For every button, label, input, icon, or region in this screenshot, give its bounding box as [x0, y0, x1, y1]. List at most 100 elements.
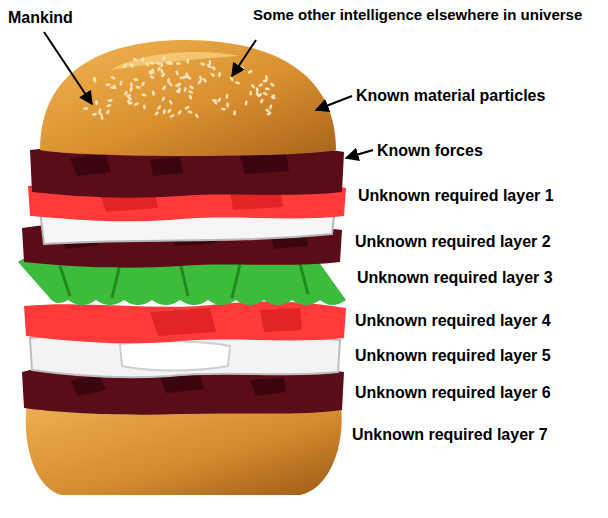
sesame-seed	[149, 75, 155, 80]
sesame-seed	[161, 56, 167, 62]
sesame-seed	[240, 66, 245, 72]
sesame-seed	[186, 58, 189, 63]
sesame-seed	[217, 97, 222, 103]
sesame-seed	[247, 69, 253, 74]
callout-label: Unknown required layer 5	[355, 346, 551, 366]
sesame-seed	[189, 85, 195, 90]
sesame-seeds	[82, 56, 276, 121]
sesame-seed	[217, 72, 221, 78]
sesame-seed	[188, 94, 192, 100]
callout-label: Unknown required layer 3	[357, 268, 553, 288]
sesame-seed	[92, 113, 97, 116]
sesame-seed	[206, 63, 212, 68]
sesame-seed	[105, 109, 110, 115]
sesame-seed	[129, 86, 133, 92]
sesame-seed	[235, 81, 241, 85]
sesame-seed	[133, 78, 139, 82]
sesame-seed	[167, 108, 172, 114]
callout-label: Unknown required layer 2	[355, 232, 551, 252]
sesame-seed	[166, 61, 172, 65]
sesame-seed	[202, 77, 207, 83]
sesame-seed	[270, 95, 276, 100]
leader-arrow	[232, 40, 256, 76]
sesame-seed	[127, 99, 132, 105]
sesame-seed	[161, 85, 166, 91]
sesame-seed	[162, 109, 166, 115]
sesame-seed	[269, 82, 275, 88]
callout-label: Mankind	[8, 8, 73, 28]
sesame-seed	[149, 61, 155, 66]
sesame-seed	[127, 100, 133, 105]
sesame-seed	[119, 80, 123, 86]
sesame-seed	[160, 68, 164, 74]
sesame-seed	[152, 90, 156, 96]
sesame-seed	[259, 98, 264, 104]
sesame-seed	[110, 76, 116, 80]
leader-arrow	[346, 150, 373, 158]
sesame-seed	[250, 83, 256, 89]
sesame-seed	[244, 100, 248, 106]
sesame-seed	[169, 114, 175, 118]
leader-arrow	[316, 96, 352, 110]
sesame-seed	[249, 91, 252, 96]
bun-highlight	[110, 52, 240, 70]
callout-label: Known forces	[377, 141, 483, 161]
sesame-seed	[123, 90, 128, 96]
sesame-seed	[177, 109, 182, 115]
sesame-seed	[229, 76, 234, 82]
tomato	[24, 301, 346, 343]
sesame-seed	[262, 79, 268, 83]
sesame-seed	[265, 108, 271, 113]
sesame-seed	[212, 99, 217, 102]
sesame-seed	[140, 81, 145, 87]
callout-label: Unknown required layer 7	[352, 425, 548, 445]
sesame-seed	[122, 63, 127, 69]
sesame-seed	[133, 102, 139, 107]
sesame-seed	[106, 103, 112, 107]
sesame-seed	[141, 57, 145, 63]
sesame-seed	[198, 75, 203, 81]
sesame-seed	[132, 57, 138, 62]
sesame-seed	[185, 72, 190, 78]
sesame-seed	[184, 105, 190, 110]
sesame-seed	[209, 60, 212, 65]
sesame-seed	[178, 87, 181, 92]
sesame-seed	[128, 99, 131, 104]
patty-spots	[70, 153, 289, 176]
leader-arrow	[44, 32, 92, 104]
sesame-seed	[175, 84, 180, 87]
sesame-seed	[179, 76, 184, 79]
sesame-seed	[107, 99, 112, 102]
sesame-seed	[156, 105, 162, 111]
sesame-seed	[225, 94, 229, 100]
sesame-seed	[145, 61, 149, 67]
sesame-seed	[95, 100, 98, 106]
sesame-seed	[83, 107, 88, 110]
sesame-seed	[268, 104, 272, 110]
lettuce-veins	[60, 262, 308, 298]
sesame-seed	[92, 76, 97, 82]
sesame-seed	[221, 107, 226, 110]
callout-label: Some other intelligence elsewhere in uni…	[253, 4, 601, 25]
sesame-seed	[213, 99, 219, 105]
sesame-seed	[211, 65, 217, 70]
sesame-seed	[187, 110, 193, 114]
sesame-seed	[105, 83, 111, 86]
sesame-seed	[258, 83, 264, 88]
sesame-seed	[155, 61, 161, 66]
top-bun	[40, 40, 336, 156]
sesame-seed	[183, 87, 187, 93]
sesame-seed	[210, 72, 216, 77]
sesame-seed	[265, 87, 270, 90]
sesame-seed	[194, 113, 199, 119]
sesame-seed	[129, 62, 134, 68]
sesame-seed	[175, 70, 179, 76]
sesame-seed	[135, 85, 141, 89]
callout-label: Unknown required layer 1	[358, 186, 554, 206]
sesame-seed	[265, 75, 269, 81]
sesame-seed	[160, 62, 163, 67]
sesame-seed	[148, 70, 154, 76]
sesame-seed	[112, 84, 117, 90]
